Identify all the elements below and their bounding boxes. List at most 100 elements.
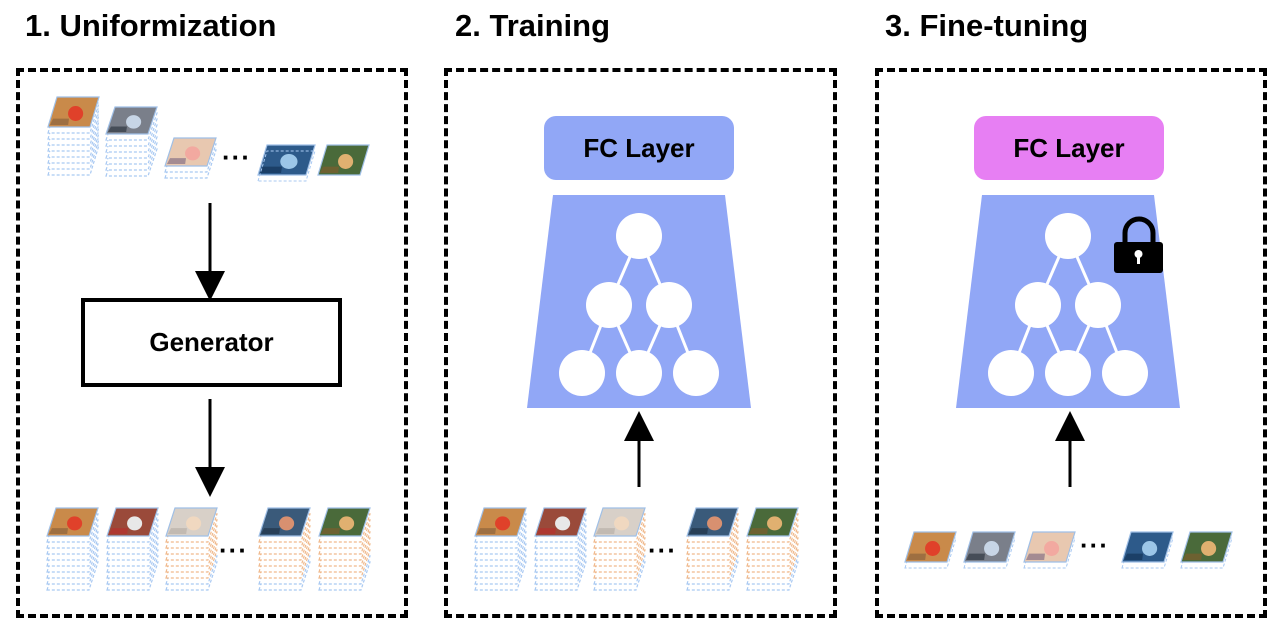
- photo-detail: [167, 158, 186, 164]
- network-node: [616, 350, 662, 396]
- photo-subject: [925, 541, 941, 556]
- network-training: [527, 195, 751, 408]
- stack-top-photo: [593, 507, 646, 537]
- photo-subject: [279, 516, 295, 531]
- input-photo-dog: [317, 144, 370, 176]
- network-node: [616, 213, 662, 259]
- training-stack-sea: [686, 507, 739, 591]
- finetune-photo-child: [1023, 531, 1076, 563]
- photo-subject: [767, 516, 783, 531]
- photo-subject: [707, 516, 723, 531]
- photo-detail: [50, 118, 69, 125]
- panel-title-fine-tuning: 3. Fine-tuning: [885, 8, 1089, 43]
- lock-icon: [1114, 216, 1163, 273]
- photo-subject: [339, 516, 355, 531]
- network-node: [673, 350, 719, 396]
- photo-detail: [1183, 553, 1202, 560]
- photo-subject: [68, 106, 84, 121]
- input-photo-shark: [257, 144, 316, 176]
- stack-top-photo: [258, 507, 311, 537]
- stack-top-photo: [474, 507, 527, 537]
- training-stack-apple: [474, 507, 527, 591]
- panel-title-uniformization: 1. Uniformization: [25, 8, 277, 43]
- stack-top-photo: [164, 137, 217, 167]
- finetune-photo-shark: [1121, 531, 1174, 563]
- fc-layer-training: FC Layer: [544, 116, 734, 180]
- network-node: [1045, 350, 1091, 396]
- panel-uniformization: [16, 68, 408, 618]
- photo-subject: [186, 516, 202, 531]
- photo-detail: [168, 528, 187, 534]
- stack-top-photo: [105, 106, 158, 135]
- photo-subject: [127, 516, 143, 531]
- photo-detail: [1124, 553, 1143, 560]
- panel-fine-tuning: [875, 68, 1267, 618]
- network-node: [1102, 350, 1148, 396]
- photo-detail: [689, 528, 708, 534]
- training-stack-fire: [534, 507, 587, 591]
- photo-detail: [477, 528, 496, 534]
- network-node: [586, 282, 632, 328]
- photo-detail: [108, 126, 127, 132]
- network-node: [559, 350, 605, 396]
- photo-subject: [67, 516, 83, 531]
- finetune-photo-car: [963, 531, 1016, 563]
- input-stack-car: [105, 106, 158, 177]
- stack-top-photo: [165, 507, 218, 537]
- training-stack-baby: [593, 507, 646, 591]
- uniform-stack-dog: [318, 507, 371, 591]
- photo-detail: [109, 528, 128, 534]
- fc-layer-fine-tuning: FC Layer: [974, 116, 1164, 180]
- finetune-photo-dog: [1180, 531, 1233, 563]
- photo-detail: [907, 553, 926, 560]
- photo-detail: [749, 528, 768, 534]
- photo-detail: [966, 553, 985, 560]
- uniform-stack-sea: [258, 507, 311, 591]
- photo-detail: [1026, 553, 1045, 560]
- photo-detail: [261, 528, 280, 534]
- input-stack-apple: [47, 96, 100, 176]
- uniform-stack-baby: [165, 507, 218, 591]
- photo-subject: [555, 516, 571, 531]
- photo-subject: [614, 516, 630, 531]
- photo-subject: [126, 115, 142, 129]
- ellipsis-uniform-stacks: ···: [219, 535, 248, 565]
- panel-title-training: 2. Training: [455, 8, 611, 43]
- stack-top-photo: [686, 507, 739, 537]
- ellipsis-input-stacks: ···: [222, 142, 251, 172]
- stack-top-photo: [106, 507, 159, 537]
- photo-subject: [984, 541, 1000, 556]
- stack-top-photo: [534, 507, 587, 537]
- photo-subject: [495, 516, 511, 531]
- photo-detail: [260, 166, 282, 173]
- uniform-stack-fire: [106, 507, 159, 591]
- photo-subject: [1044, 541, 1060, 556]
- stack-top-photo: [47, 96, 100, 128]
- ellipsis-finetune-images: ···: [1080, 530, 1109, 560]
- network-node: [988, 350, 1034, 396]
- training-stack-dog: [746, 507, 799, 591]
- finetune-photo-apple: [904, 531, 957, 563]
- stack-top-photo: [746, 507, 799, 537]
- photo-subject: [185, 146, 201, 161]
- photo-subject: [280, 154, 298, 169]
- photo-detail: [49, 528, 68, 534]
- photo-detail: [537, 528, 556, 534]
- lock-shackle: [1122, 216, 1156, 243]
- network-node: [1045, 213, 1091, 259]
- photo-detail: [320, 166, 339, 173]
- stack-top-photo: [318, 507, 371, 537]
- uniform-stack-apple: [46, 507, 99, 591]
- network-node: [1015, 282, 1061, 328]
- photo-subject: [338, 154, 354, 169]
- photo-subject: [1142, 541, 1158, 556]
- photo-subject: [1201, 541, 1217, 556]
- network-fine-tuning: [956, 195, 1180, 408]
- stack-top-photo: [46, 507, 99, 537]
- photo-detail: [596, 528, 615, 534]
- lock-keyhole: [1134, 250, 1143, 258]
- network-node: [646, 282, 692, 328]
- input-photo-shark-sheet: [257, 150, 316, 182]
- lock-keyhole-slot: [1137, 255, 1140, 264]
